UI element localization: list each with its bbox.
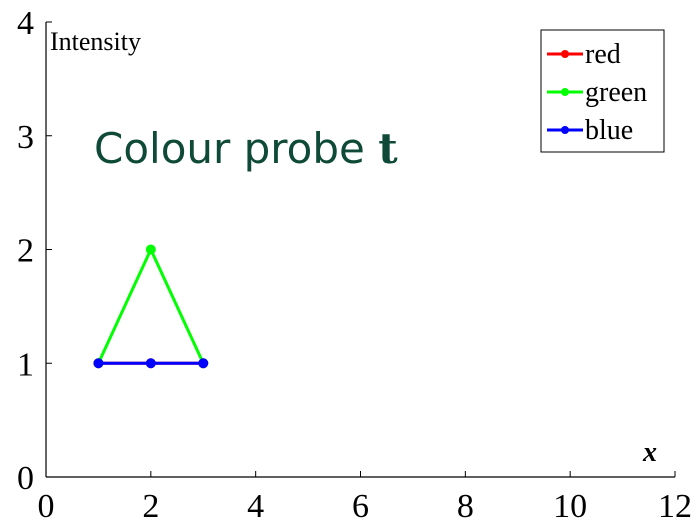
y-tick-label: 3 (17, 119, 34, 156)
legend-swatch-marker (561, 88, 569, 96)
series (93, 244, 209, 369)
x-tick-label: 4 (247, 488, 264, 525)
y-tick-label: 4 (17, 5, 34, 42)
legend-swatch-marker (561, 126, 569, 134)
y-tick-label: 2 (17, 233, 34, 270)
legend-label-red: red (585, 39, 621, 70)
data-point-blue (145, 358, 156, 369)
annotation-text: Colour probe (94, 124, 378, 173)
x-tick-label: 6 (352, 488, 369, 525)
x-axis-label: x (642, 437, 657, 468)
x-tick-label: 8 (457, 488, 474, 525)
axes (45, 21, 676, 478)
y-tick-label: 0 (17, 460, 34, 497)
data-point-blue (93, 358, 104, 369)
x-tick-label: 0 (38, 488, 55, 525)
x-tick-label: 10 (553, 488, 587, 525)
y-tick-label: 1 (17, 346, 34, 383)
legend-label-green: green (585, 77, 647, 108)
legend: red green blue (540, 29, 665, 153)
chart-annotation: Colour probe t (94, 124, 398, 173)
data-point-green (145, 244, 156, 255)
x-tick-label: 12 (658, 488, 692, 525)
legend-swatch-marker (561, 50, 569, 58)
x-tick-label: 2 (142, 488, 159, 525)
legend-label-blue: blue (585, 115, 633, 146)
series-line-green (97, 245, 205, 364)
annotation-bold-suffix: t (378, 124, 398, 173)
data-point-blue (198, 358, 209, 369)
y-axis-label: Intensity (50, 27, 141, 56)
